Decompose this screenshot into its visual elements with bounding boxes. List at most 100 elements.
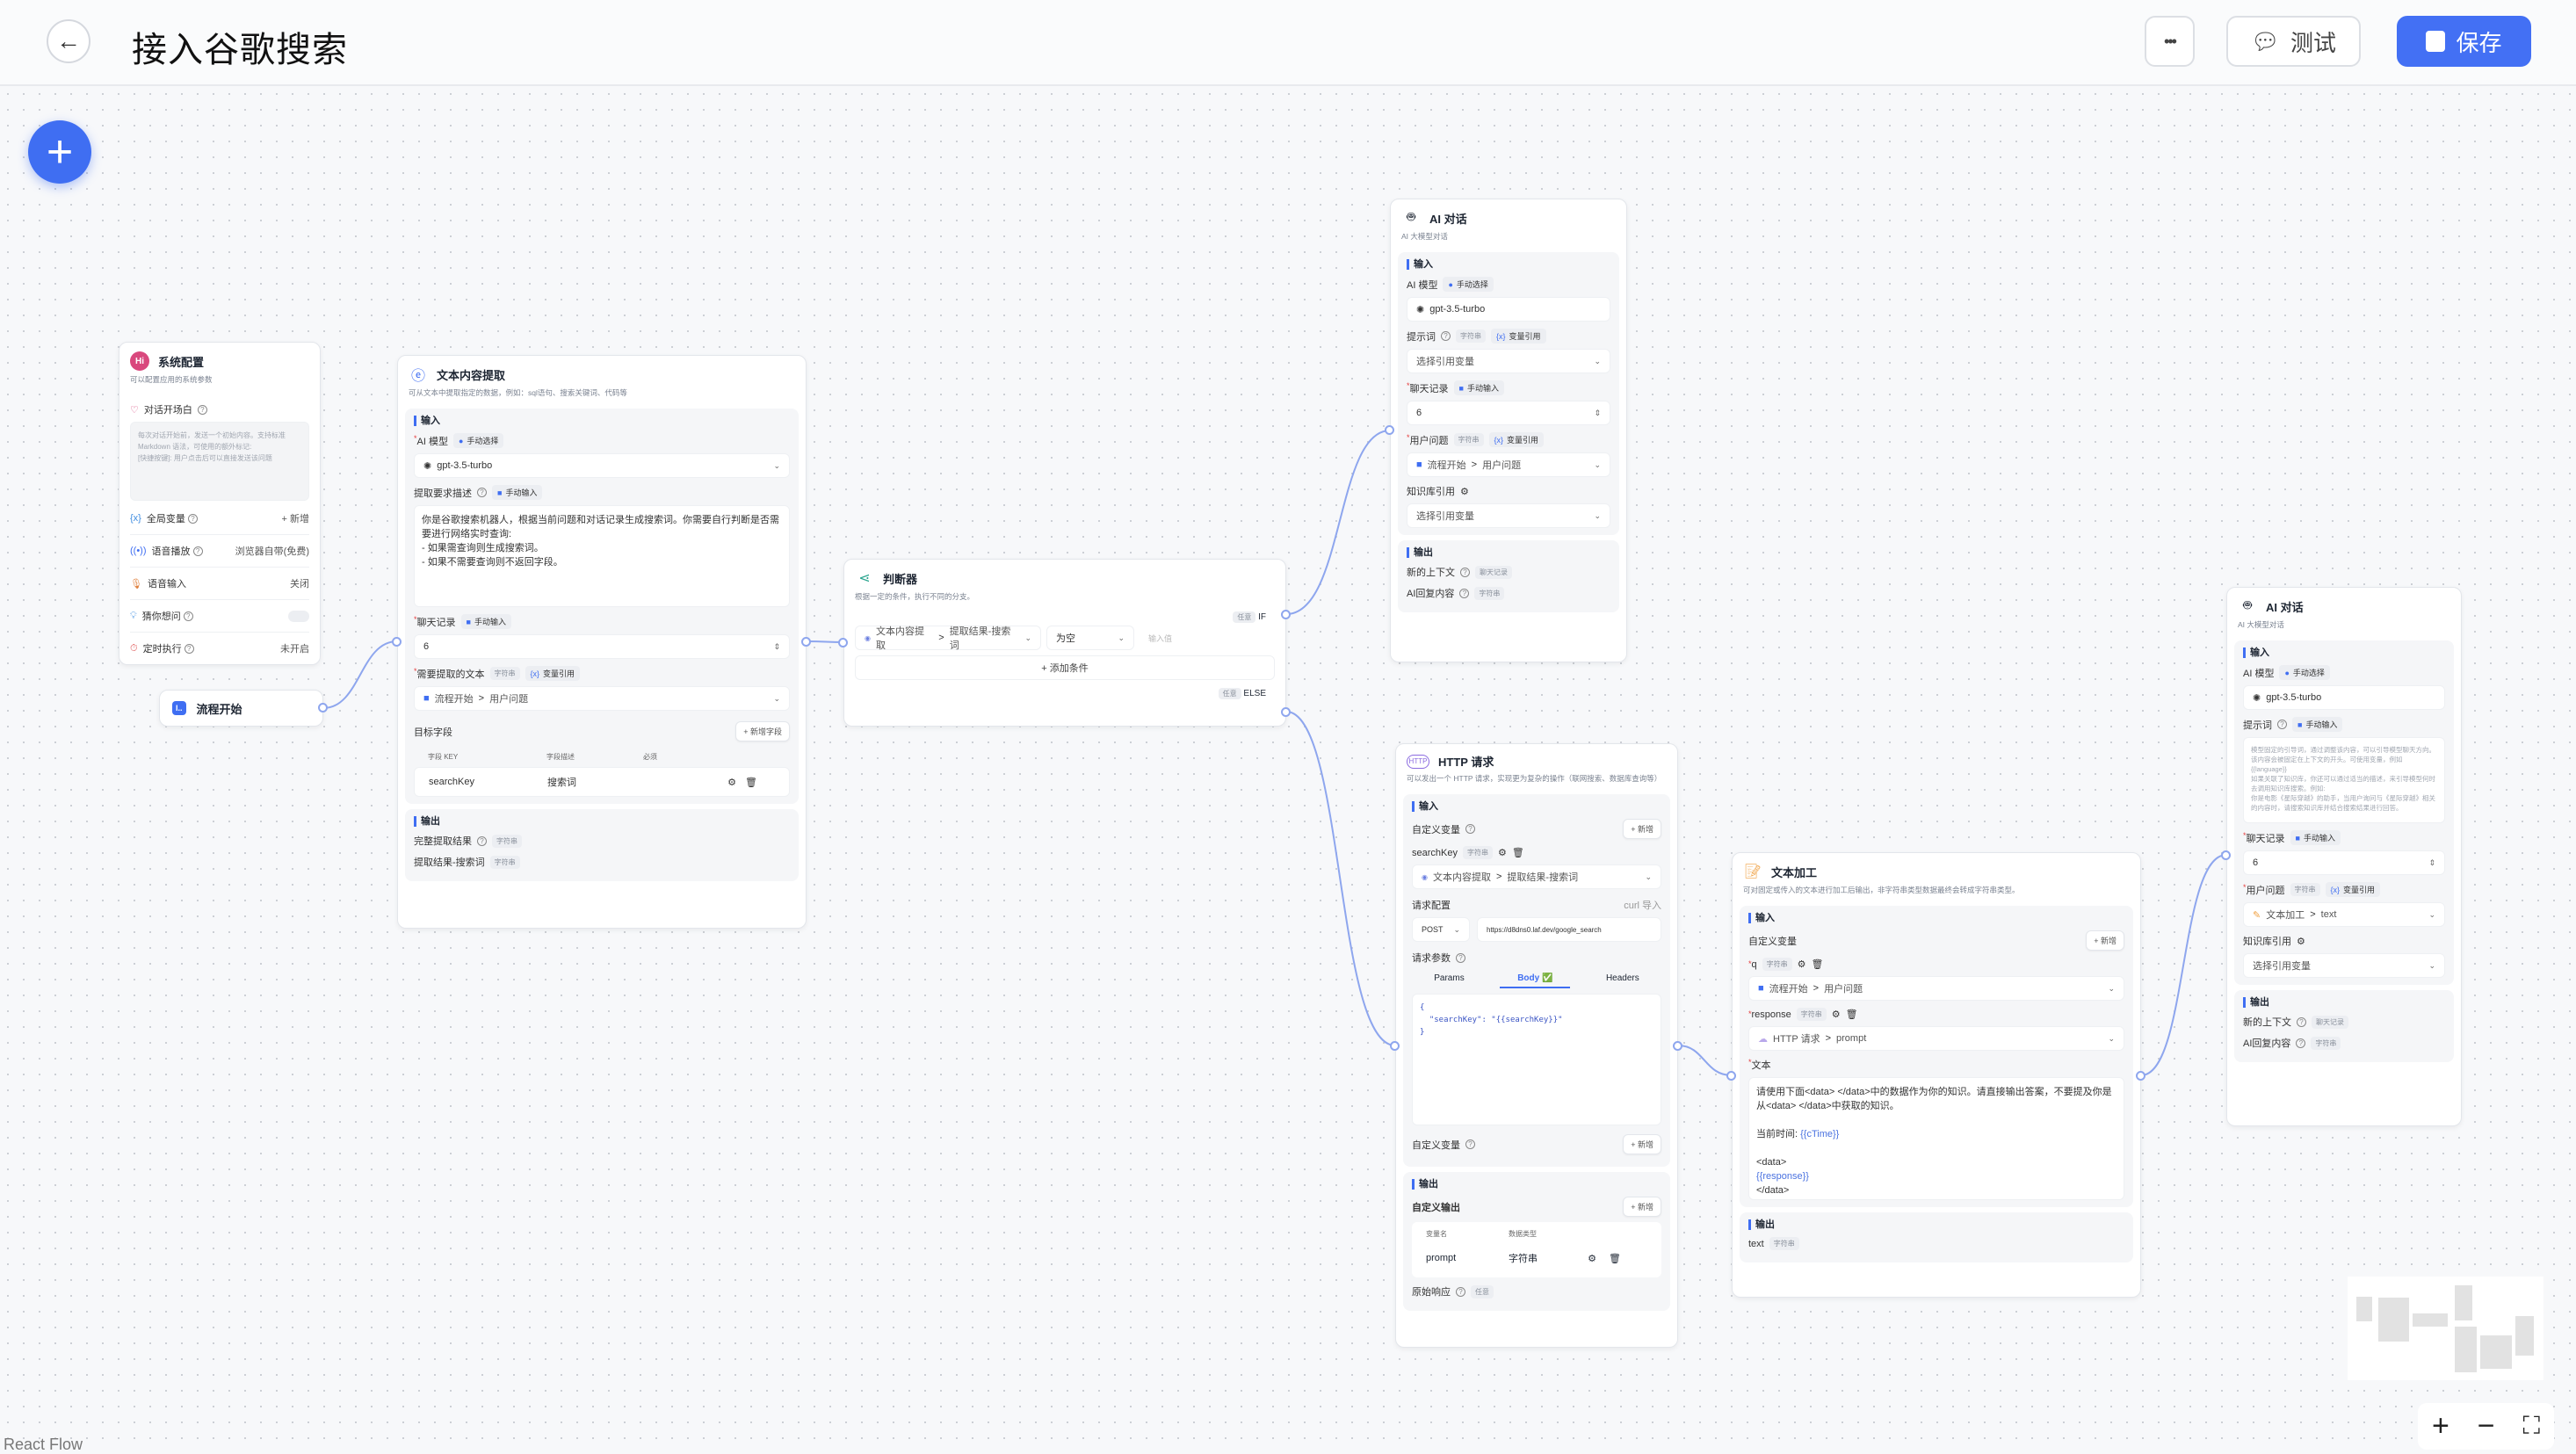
model-select[interactable]: ✺gpt-3.5-turbo <box>2243 685 2445 710</box>
text-editor[interactable]: 请使用下面<data> </data>中的数据作为你的知识。请直接输出答案，不要… <box>1748 1077 2124 1200</box>
judge-input-handle[interactable] <box>838 638 848 647</box>
edge-http-textproc[interactable] <box>1677 1045 1733 1076</box>
guess-toggle[interactable] <box>288 610 309 622</box>
var-ref-tag[interactable]: {x}变量引用 <box>525 666 581 681</box>
http-output-handle[interactable] <box>1673 1041 1682 1051</box>
more-button[interactable]: ••• <box>2145 16 2195 67</box>
kb-select[interactable]: 选择引用变量⌄ <box>2243 953 2445 978</box>
tab-headers[interactable]: Headers <box>1605 973 1639 983</box>
var-ref-tag[interactable]: {x}变量引用 <box>1491 329 1546 344</box>
var-ref-select[interactable]: ■流程开始>用户问题⌄ <box>1748 976 2124 1001</box>
trash-icon[interactable]: 🗑︎ <box>1845 1009 1858 1020</box>
flow-canvas[interactable] <box>0 86 2576 1451</box>
gear-icon[interactable]: ⚙ <box>1460 486 1469 497</box>
manual-select-tag[interactable]: ●手动选择 <box>1443 277 1494 292</box>
add-var-button[interactable]: + 新增 <box>2086 930 2124 951</box>
question-select[interactable]: ✎文本加工>text⌄ <box>2243 902 2445 927</box>
manual-input-tag[interactable]: ■手动输入 <box>2290 830 2341 845</box>
add-output-button[interactable]: + 新增 <box>1623 1197 1661 1217</box>
zoom-out-button[interactable]: − <box>2477 1409 2495 1443</box>
manual-select-tag[interactable]: ●手动选择 <box>2279 665 2330 680</box>
edge-judge-if-ai1[interactable] <box>1285 430 1391 615</box>
body-editor[interactable]: { "searchKey": "{{searchKey}}" } <box>1412 994 1661 1125</box>
trash-icon[interactable]: 🗑︎ <box>1511 848 1524 858</box>
trash-icon[interactable]: 🗑︎ <box>1811 959 1824 970</box>
gear-icon[interactable]: ⚙ <box>1497 848 1507 858</box>
manual-input-tag[interactable]: ■手动输入 <box>492 485 543 500</box>
manual-input-tag[interactable]: ■手动输入 <box>1453 380 1504 395</box>
add-node-button[interactable]: + <box>28 120 91 184</box>
ai1-input-handle[interactable] <box>1385 425 1394 435</box>
extract-output-handle[interactable] <box>801 637 811 647</box>
condition-value-input[interactable]: 输入值 <box>1148 633 1173 643</box>
tts-select[interactable]: 浏览器自带(免费) <box>235 546 309 557</box>
gear-icon[interactable]: ⚙ <box>2297 936 2305 947</box>
stepper-arrows-icon[interactable]: ⇕ <box>1594 408 1601 417</box>
node-ai-chat-1[interactable]: 🤖︎AI 对话 AI 大模型对话 输入 AI 模型●手动选择 ✺gpt-3.5-… <box>1390 199 1627 662</box>
tab-params[interactable]: Params <box>1434 973 1465 983</box>
url-input[interactable]: https://d8dns0.laf.dev/google_search <box>1477 917 1661 942</box>
zoom-in-button[interactable]: + <box>2431 1409 2449 1443</box>
add-condition-button[interactable]: + 添加条件 <box>855 655 1275 680</box>
stepper-arrows-icon[interactable]: ⇕ <box>2428 857 2435 867</box>
gear-icon[interactable]: ⚙ <box>1588 1253 1597 1264</box>
method-select[interactable]: POST⌄ <box>1412 917 1470 942</box>
start-output-handle[interactable] <box>318 703 328 713</box>
manual-input-tag[interactable]: ■手动输入 <box>460 614 511 629</box>
edge-judge-else-http[interactable] <box>1285 711 1396 1046</box>
save-button[interactable]: 保存 <box>2397 16 2531 67</box>
trash-icon[interactable]: 🗑︎ <box>745 777 757 788</box>
schedule-select[interactable]: 未开启 <box>280 644 309 655</box>
gear-icon[interactable]: ⚙ <box>1797 959 1806 970</box>
textproc-input-handle[interactable] <box>1726 1071 1736 1081</box>
manual-input-tag[interactable]: ■手动输入 <box>2292 717 2343 732</box>
manual-select-tag[interactable]: ●手动选择 <box>452 433 504 448</box>
extract-input-handle[interactable] <box>392 637 402 647</box>
node-flow-start[interactable]: I.. 流程开始 <box>159 690 323 727</box>
edge-start-extract[interactable] <box>322 640 398 709</box>
tab-body[interactable]: Body ✅ <box>1500 970 1571 988</box>
fit-view-button[interactable]: ⛶ <box>2522 1412 2541 1439</box>
trash-icon[interactable]: 🗑︎ <box>1609 1253 1621 1264</box>
condition-operator-select[interactable]: 为空⌄ <box>1046 626 1134 650</box>
var-ref-select[interactable]: ◉文本内容提取>提取结果-搜索词⌄ <box>1412 864 1661 889</box>
test-button[interactable]: 💬︎测试 <box>2226 16 2361 67</box>
add-field-button[interactable]: + 新增字段 <box>735 721 790 741</box>
react-flow-attribution[interactable]: React Flow <box>4 1436 83 1453</box>
minimap[interactable] <box>2348 1277 2543 1380</box>
back-button[interactable]: ← <box>47 19 90 63</box>
kb-select[interactable]: 选择引用变量⌄ <box>1407 503 1610 528</box>
node-text-process[interactable]: 📝︎文本加工 可对固定或传入的文本进行加工后输出，非字符串类型数据最终会转成字符… <box>1732 852 2141 1298</box>
ai2-input-handle[interactable] <box>2221 850 2231 860</box>
history-stepper[interactable]: 6⇕ <box>414 634 790 659</box>
add-var-button[interactable]: + 新增 <box>1623 819 1661 839</box>
var-ref-tag[interactable]: {x}变量引用 <box>1488 432 1545 447</box>
gear-icon[interactable]: ⚙ <box>727 777 737 788</box>
http-input-handle[interactable] <box>1390 1041 1400 1051</box>
node-judge[interactable]: ⋖判断器 根据一定的条件，执行不同的分支。 任意 IF ◉文本内容提取>提取结果… <box>843 559 1286 727</box>
condition-var-select[interactable]: ◉文本内容提取>提取结果-搜索词⌄ <box>855 626 1041 651</box>
add-var-button[interactable]: + 新增 <box>1623 1134 1661 1154</box>
model-select[interactable]: ✺gpt-3.5-turbo⌄ <box>414 453 790 478</box>
history-stepper[interactable]: 6⇕ <box>1407 401 1610 425</box>
textproc-output-handle[interactable] <box>2136 1071 2145 1081</box>
judge-else-handle[interactable] <box>1281 707 1291 717</box>
text-ref-select[interactable]: ■流程开始>用户问题⌄ <box>414 686 790 711</box>
judge-if-handle[interactable] <box>1281 610 1291 619</box>
welcome-textarea[interactable]: 每次对话开始前，发送一个初始内容。支持标准 Markdown 语法，可使用的额外… <box>130 422 309 501</box>
prompt-select[interactable]: 选择引用变量⌄ <box>1407 349 1610 373</box>
history-stepper[interactable]: 6⇕ <box>2243 850 2445 875</box>
model-select[interactable]: ✺gpt-3.5-turbo <box>1407 297 1610 322</box>
curl-import-button[interactable]: curl 导入 <box>1624 901 1661 911</box>
add-global-var-button[interactable]: + 新增 <box>281 514 309 524</box>
var-ref-tag[interactable]: {x}变量引用 <box>2325 882 2381 897</box>
gear-icon[interactable]: ⚙ <box>1831 1009 1841 1020</box>
node-ai-chat-2[interactable]: 🤖︎AI 对话 AI 大模型对话 输入 AI 模型●手动选择 ✺gpt-3.5-… <box>2226 587 2462 1126</box>
extract-prompt-textarea[interactable]: 你是谷歌搜索机器人，根据当前问题和对话记录生成搜索词。你需要自行判断是否需要进行… <box>414 505 790 607</box>
prompt-textarea[interactable]: 模型固定的引导词，通过调整该内容，可以引导模型聊天方向。该内容会被固定在上下文的… <box>2243 737 2445 823</box>
stepper-arrows-icon[interactable]: ⇕ <box>773 641 780 651</box>
voice-input-select[interactable]: 关闭 <box>290 579 309 590</box>
